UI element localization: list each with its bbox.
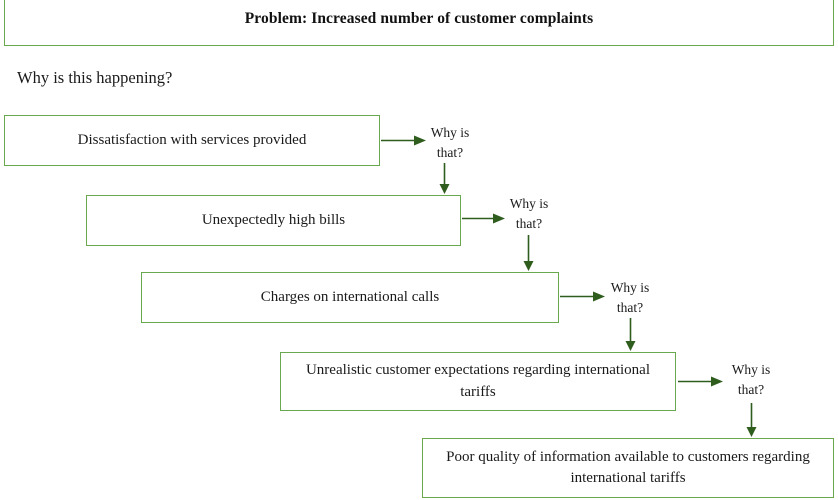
cause-box-level-1: Dissatisfaction with services provided xyxy=(4,115,380,166)
arrow-right-icon-3 xyxy=(560,290,606,303)
problem-statement-title: Problem: Increased number of customer co… xyxy=(244,10,594,27)
why-is-that-label-4-line1: Why is xyxy=(731,362,771,377)
why-is-that-label-1: Why is that? xyxy=(413,123,487,162)
why-is-that-label-3: Why is that? xyxy=(593,278,667,317)
why-is-that-label-1-line2: that? xyxy=(436,144,464,160)
arrow-right-icon-4 xyxy=(678,375,724,388)
why-is-that-label-2-line2: that? xyxy=(515,215,543,231)
why-is-that-label-3-line2: that? xyxy=(616,299,644,315)
cause-box-level-4: Unrealistic customer expectations regard… xyxy=(280,352,676,411)
problem-banner: Problem: Increased number of customer co… xyxy=(4,0,834,46)
cause-box-level-4-label: Unrealistic customer expectations regard… xyxy=(305,362,651,400)
arrow-down-icon-2 xyxy=(522,235,535,272)
cause-box-level-2: Unexpectedly high bills xyxy=(86,195,461,246)
why-is-that-label-4: Why is that? xyxy=(714,360,788,399)
cause-box-level-3-label: Charges on international calls xyxy=(260,288,440,305)
cause-box-level-3: Charges on international calls xyxy=(141,272,559,323)
why-is-this-happening-prompt: Why is this happening? xyxy=(17,68,173,87)
arrow-down-icon-1 xyxy=(438,163,451,195)
cause-box-level-5-label: Poor quality of information available to… xyxy=(446,448,810,486)
cause-box-level-2-label: Unexpectedly high bills xyxy=(201,211,346,228)
cause-box-level-5: Poor quality of information available to… xyxy=(422,438,834,498)
why-is-that-label-2: Why is that? xyxy=(492,194,566,233)
why-is-that-label-3-line1: Why is xyxy=(610,280,650,295)
why-is-that-label-4-line2: that? xyxy=(737,381,765,397)
why-is-that-label-2-line1: Why is xyxy=(509,196,549,211)
arrow-right-icon-1 xyxy=(381,134,427,147)
cause-box-level-1-label: Dissatisfaction with services provided xyxy=(77,131,307,148)
arrow-down-icon-4 xyxy=(745,403,758,438)
arrow-right-icon-2 xyxy=(462,212,506,225)
arrow-down-icon-3 xyxy=(624,318,637,352)
why-is-that-label-1-line1: Why is xyxy=(430,125,470,140)
